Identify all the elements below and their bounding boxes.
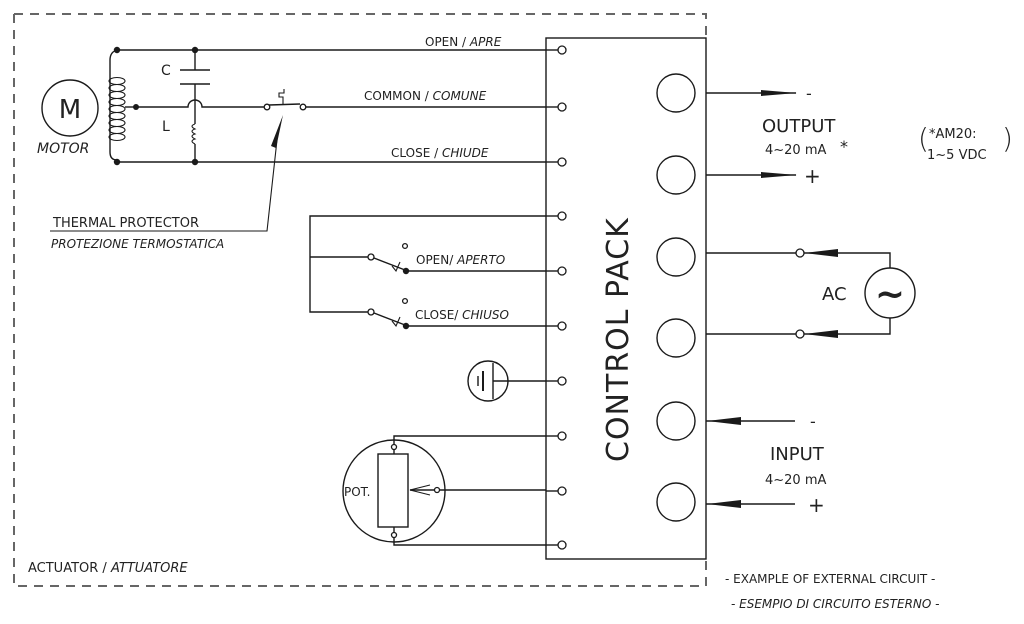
output-note-line1: *AM20: xyxy=(929,127,977,142)
input-plus-label: + xyxy=(808,493,825,517)
potentiometer-icon xyxy=(342,435,546,546)
terminal xyxy=(557,431,567,441)
input-title: INPUT xyxy=(770,444,825,465)
terminal xyxy=(557,486,567,496)
control-pack-terminals xyxy=(546,45,567,550)
large-terminal xyxy=(656,155,696,195)
close-limit-switch-icon xyxy=(367,297,546,330)
note-bracket-left: ( xyxy=(918,122,929,155)
large-terminal xyxy=(656,318,696,358)
capacitor-label: C xyxy=(161,63,171,79)
ground-icon xyxy=(467,360,546,402)
external-circuit-note-it: - ESEMPIO DI CIRCUITO ESTERNO - xyxy=(731,597,939,611)
motor-winding-frame xyxy=(109,49,118,161)
input-minus-arrow-icon xyxy=(706,417,795,425)
terminal xyxy=(557,157,567,167)
motor-winding-icon xyxy=(108,76,126,142)
ac-source-symbol: ~ xyxy=(875,274,905,315)
terminal xyxy=(557,376,567,386)
input-minus-label: - xyxy=(810,412,816,431)
open-limit-label: OPEN/ APERTO xyxy=(416,253,505,267)
input-plus-arrow-icon xyxy=(706,500,795,508)
motor-label: MOTOR xyxy=(37,141,89,157)
wire-common xyxy=(136,99,265,108)
junction-dot xyxy=(113,46,121,54)
close-limit-label: CLOSE/ CHIUSO xyxy=(415,308,509,322)
actuator-boundary xyxy=(13,14,707,587)
output-minus-label: - xyxy=(806,84,812,103)
large-terminal xyxy=(656,401,696,441)
motor-symbol-letter: M xyxy=(59,95,81,125)
output-minus-arrow-icon xyxy=(706,90,797,96)
output-plus-arrow-icon xyxy=(706,172,797,178)
control-pack-large-terminals xyxy=(656,73,696,522)
potentiometer-label: POT. xyxy=(344,485,370,499)
input-range: 4~20 mA xyxy=(765,473,827,488)
terminal xyxy=(557,102,567,112)
inductor-label: L xyxy=(162,119,170,135)
output-title: OUTPUT xyxy=(762,116,836,137)
terminal xyxy=(557,266,567,276)
output-note-line2: 1~5 VDC xyxy=(927,148,987,163)
limit-switch-common-wire xyxy=(309,215,546,313)
ac-label: AC xyxy=(822,284,847,305)
large-terminal xyxy=(656,73,696,113)
terminal xyxy=(557,211,567,221)
terminal xyxy=(557,540,567,550)
arrowhead-icon xyxy=(271,115,283,148)
control-pack-box xyxy=(545,37,707,560)
inductor-icon xyxy=(191,101,197,162)
close-line-label: CLOSE / CHIUDE xyxy=(391,146,489,160)
ac-circuit xyxy=(706,248,891,339)
large-terminal xyxy=(656,237,696,277)
thermal-protector-leader xyxy=(50,139,278,232)
open-line-label: OPEN / APRE xyxy=(425,35,502,49)
thermal-protector-label-it: PROTEZIONE TERMOSTATICA xyxy=(51,237,224,251)
thermal-protector-label: THERMAL PROTECTOR xyxy=(52,216,199,231)
actuator-boundary-top xyxy=(14,13,707,38)
large-terminal xyxy=(656,482,696,522)
motor-symbol: M xyxy=(41,79,99,137)
terminal xyxy=(557,321,567,331)
junction-dot xyxy=(113,158,121,166)
ac-source-icon: ~ xyxy=(864,267,916,319)
common-line-label: COMMON / COMUNE xyxy=(364,89,487,103)
actuator-label: ACTUATOR / ATTUATORE xyxy=(28,561,188,576)
capacitor-icon xyxy=(180,50,210,101)
output-asterisk: * xyxy=(840,137,848,156)
output-plus-label: + xyxy=(804,164,821,188)
thermal-protector-switch-icon xyxy=(263,89,546,111)
control-pack-label: CONTROL PACK xyxy=(601,217,636,462)
open-limit-switch-icon xyxy=(367,242,546,275)
external-circuit-note: - EXAMPLE OF EXTERNAL CIRCUIT - xyxy=(725,572,935,586)
terminal xyxy=(557,45,567,55)
note-bracket-right: ) xyxy=(1002,122,1013,155)
output-range: 4~20 mA xyxy=(765,143,827,158)
